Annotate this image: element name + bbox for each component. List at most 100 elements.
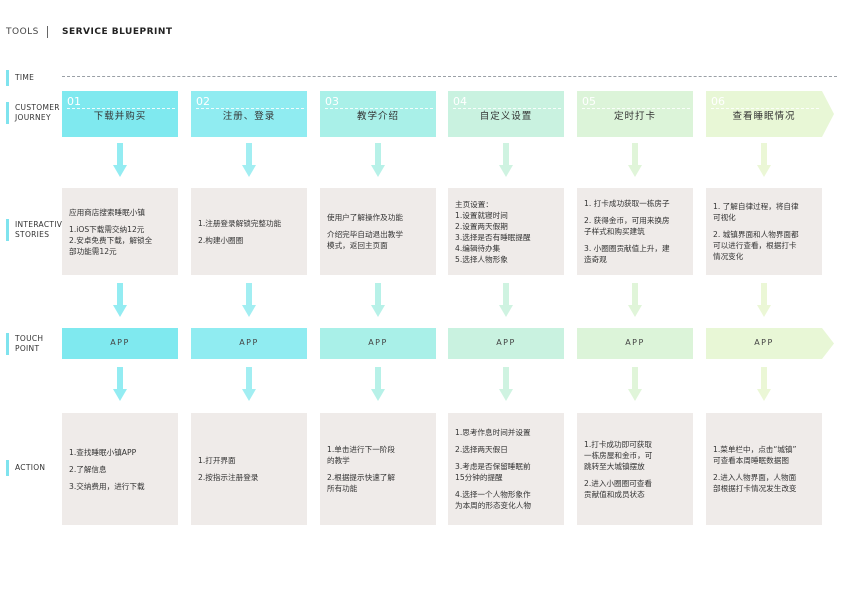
- card-line: 2.根据提示快速了解: [327, 473, 395, 482]
- pentagon-shape: [191, 328, 307, 359]
- down-arrow-shape: [242, 143, 256, 177]
- down-arrow-shape: [499, 283, 513, 317]
- pentagon-shape: [320, 91, 436, 137]
- card-line: 部功能需12元: [69, 246, 117, 256]
- card-line: 应用商店搜索睡眠小镇: [69, 207, 145, 217]
- pentagon-path: [320, 91, 436, 137]
- card-line: 跳转至大城镇摆放: [584, 461, 645, 471]
- down-arrow-icon: [242, 143, 256, 177]
- row-label-bar: [6, 102, 9, 124]
- card-line: 2.选择两天假日: [455, 445, 508, 454]
- down-arrow-path: [113, 283, 127, 317]
- card-line: 1.iOS下载需交纳12元: [69, 224, 145, 234]
- down-arrow-icon: [242, 367, 256, 401]
- down-arrow-icon: [757, 143, 771, 177]
- down-arrow-path: [628, 283, 642, 317]
- touch-point: APP: [62, 328, 178, 359]
- timeline: [62, 76, 837, 77]
- card-line: 4.编辑待办集: [455, 243, 501, 253]
- pentagon-shape: [62, 328, 178, 359]
- down-arrow-path: [113, 143, 127, 177]
- down-arrow-icon: [628, 367, 642, 401]
- down-arrow-icon: [242, 283, 256, 317]
- stage-dashed-line: [325, 108, 433, 109]
- down-arrow-shape: [499, 143, 513, 177]
- down-arrow-path: [628, 143, 642, 177]
- pentagon-path: [577, 91, 693, 137]
- down-arrow-path: [499, 143, 513, 177]
- card-line: 15分钟的提醒: [455, 473, 503, 482]
- card-line: 1. 打卡成功获取一栋房子: [584, 199, 670, 208]
- card-line: 3.考虑是否保留睡眠前: [455, 462, 531, 471]
- down-arrow-icon: [371, 283, 385, 317]
- stage-number: 05: [582, 95, 596, 108]
- card-line: 1.打开界面: [198, 456, 236, 465]
- stage-title: 定时打卡: [613, 111, 656, 122]
- card-line: 2. 获得金币，可用来换房: [584, 216, 670, 225]
- card-line: 2.了解信息: [69, 464, 107, 474]
- interactive-story-card: 使用户了解操作及功能介绍完毕自动退出教学模式，返回主页面: [320, 188, 436, 275]
- card-line: 1.查找睡眠小镇APP: [69, 447, 137, 457]
- card-line: 2.按指示注册登录: [198, 473, 259, 482]
- row-label-bar: [6, 219, 9, 241]
- down-arrow-path: [371, 367, 385, 401]
- action-card: 1.打开界面 2.按指示注册登录: [191, 413, 307, 525]
- down-arrow-icon: [757, 367, 771, 401]
- row-label-action: ACTION: [6, 460, 45, 476]
- row-label-text: ACTION: [15, 463, 46, 472]
- down-arrow-path: [242, 283, 256, 317]
- touch-point-label: APP: [110, 338, 130, 347]
- down-arrow-shape: [757, 367, 771, 401]
- card-line: 2. 城镇界面和人物界面都: [713, 230, 799, 239]
- stage-dashed-line: [582, 108, 690, 109]
- stage-title: 查看睡眠情况: [732, 111, 796, 122]
- card-line: 1.设置就寝时间: [455, 210, 508, 220]
- journey-stage: 03 教学介绍: [320, 91, 436, 137]
- row-label-bar: [6, 333, 9, 355]
- card-line: 2.进入小圈圈可查看: [584, 478, 652, 488]
- card-line: 造奇观: [584, 255, 607, 264]
- stage-title: 注册、登录: [222, 111, 276, 122]
- card-line: 部根据打卡情况发生改变: [713, 484, 797, 493]
- card-line: 1.思考作息时间并设置: [455, 428, 531, 437]
- down-arrow-path: [757, 283, 771, 317]
- down-arrow-shape: [757, 283, 771, 317]
- down-arrow-shape: [113, 143, 127, 177]
- down-arrow-shape: [628, 143, 642, 177]
- stage-number: 03: [325, 95, 339, 108]
- pentagon-shape: [62, 91, 178, 137]
- row-label-text: POINT: [15, 344, 40, 353]
- touch-point: APP: [320, 328, 436, 359]
- stage-number: 04: [453, 95, 467, 108]
- header-divider: [47, 26, 48, 38]
- stage-title: 下载并购买: [93, 111, 147, 122]
- down-arrow-path: [757, 143, 771, 177]
- card-line: 4.选择一个人物形象作: [455, 490, 531, 499]
- pentagon-shape: [191, 91, 307, 137]
- card-line: 1.打卡成功即可获取: [584, 439, 652, 449]
- down-arrow-icon: [371, 367, 385, 401]
- card-line: 1.菜单栏中，点击“城镇”: [713, 445, 797, 454]
- action-card: 1.思考作息时间并设置 2.选择两天假日 3.考虑是否保留睡眠前 15分钟的提醒 4.选…: [448, 413, 564, 525]
- journey-stage: 02 注册、登录: [191, 91, 307, 137]
- down-arrow-shape: [371, 367, 385, 401]
- down-arrow-shape: [628, 367, 642, 401]
- card-line: 2.安卓免费下载，解锁全: [69, 235, 153, 245]
- stage-number: 02: [196, 95, 210, 108]
- down-arrow-path: [242, 143, 256, 177]
- pentagon-path: [448, 328, 564, 359]
- touch-point: APP: [577, 328, 693, 359]
- down-arrow-shape: [757, 143, 771, 177]
- down-arrow-path: [499, 367, 513, 401]
- card-line: 可视化: [713, 213, 736, 222]
- down-arrow-icon: [499, 367, 513, 401]
- down-arrow-icon: [113, 367, 127, 401]
- card-line: 模式，返回主页面: [327, 241, 388, 250]
- stage-title: 教学介绍: [356, 111, 399, 122]
